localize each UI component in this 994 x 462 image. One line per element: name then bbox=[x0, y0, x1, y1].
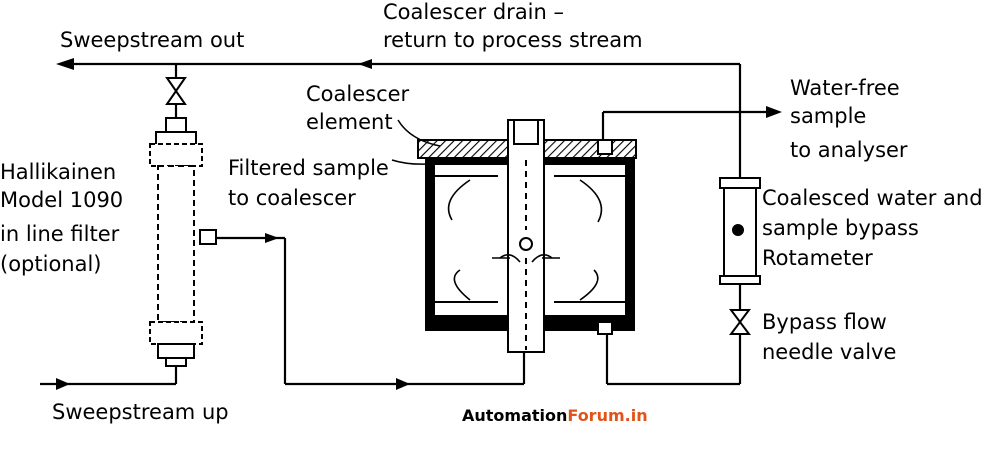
coalescer-vessel bbox=[417, 119, 637, 353]
sweepstream-out-label: Sweepstream out bbox=[60, 28, 245, 52]
sweepstream-up-label: Sweepstream up bbox=[52, 400, 229, 424]
water-free-label-1: Water-free bbox=[790, 76, 900, 100]
filter-outlet-valve bbox=[165, 77, 187, 105]
filter-label-1: Hallikainen bbox=[0, 160, 117, 184]
watermark-part-1: Automation bbox=[462, 406, 568, 425]
water-free-label-2: sample bbox=[790, 104, 867, 128]
coalescer-drain-label-2: return to process stream bbox=[383, 28, 643, 52]
sweep-up-arrowhead bbox=[56, 378, 70, 390]
inline-filter bbox=[149, 117, 217, 367]
water-free-label-3: to analyser bbox=[790, 138, 908, 162]
rotameter bbox=[719, 177, 761, 285]
bottom-arrowhead bbox=[396, 378, 410, 390]
coalescer-element-label-1: Coalescer bbox=[306, 82, 410, 106]
coalescer-element-label-2: element bbox=[306, 110, 393, 134]
needle-valve-label-2: needle valve bbox=[762, 340, 897, 364]
rotameter-label-3: Rotameter bbox=[762, 246, 873, 270]
coalescer-drain-label-1: Coalescer drain – bbox=[383, 0, 565, 24]
needle-valve-label-1: Bypass flow bbox=[762, 310, 887, 334]
water-free-arrowhead bbox=[766, 106, 782, 118]
rotameter-label-2: sample bypass bbox=[762, 216, 919, 240]
filtered-arrowhead bbox=[265, 233, 279, 243]
filter-label-4: (optional) bbox=[0, 252, 102, 276]
watermark: AutomationForum.in bbox=[462, 406, 648, 425]
filter-label-2: Model 1090 bbox=[0, 188, 124, 212]
needle-valve bbox=[729, 309, 751, 335]
filtered-sample-label-1: Filtered sample bbox=[228, 156, 389, 180]
drain-arrowhead bbox=[358, 59, 372, 69]
sweep-out-arrowhead bbox=[56, 58, 74, 70]
filter-label-3: in line filter bbox=[0, 222, 120, 246]
rotameter-label-1: Coalesced water and bbox=[762, 186, 983, 210]
filtered-sample-label-2: to coalescer bbox=[228, 186, 356, 210]
watermark-part-2: Forum.in bbox=[567, 406, 648, 425]
